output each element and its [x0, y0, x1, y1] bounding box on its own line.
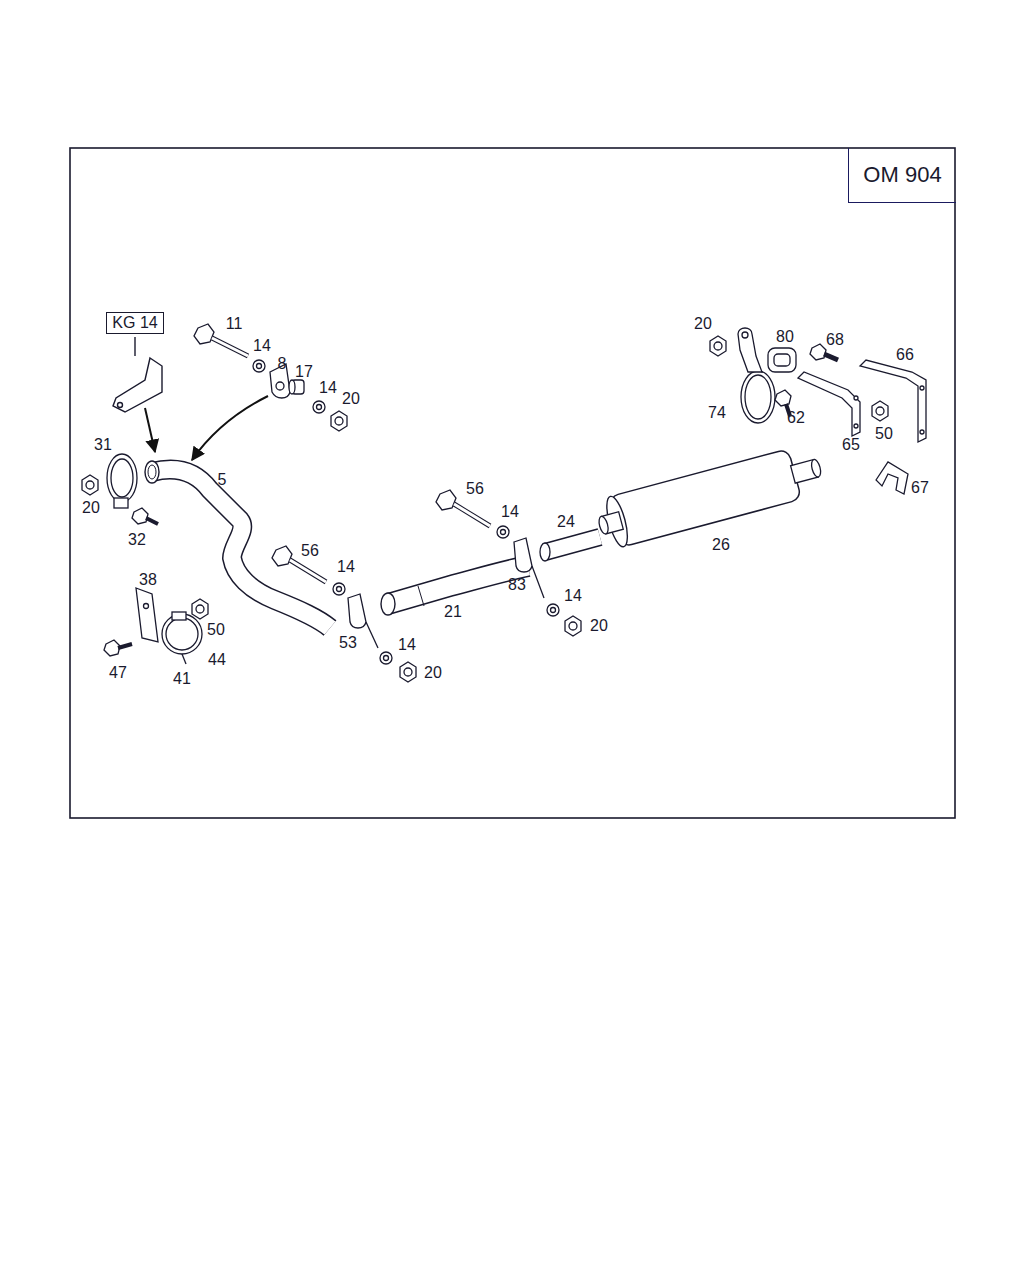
callout-number: 38 — [138, 571, 158, 589]
callout-number: 47 — [108, 664, 128, 682]
spacer — [289, 380, 304, 394]
callout-number: 62 — [786, 409, 806, 427]
callout-number: 14 — [563, 587, 583, 605]
frame — [70, 148, 955, 818]
callout-number: 21 — [443, 603, 463, 621]
callout-number: 83 — [507, 576, 527, 594]
callout-number: 20 — [589, 617, 609, 635]
bracket — [860, 360, 926, 442]
callout-number: 14 — [397, 636, 417, 654]
callout-number: 20 — [693, 315, 713, 333]
callout-number: 32 — [127, 531, 147, 549]
box-text: KG 14 — [112, 315, 157, 331]
nut — [82, 336, 888, 682]
bracket — [113, 358, 162, 412]
callout-number: 41 — [172, 670, 192, 688]
callout-number: 80 — [775, 328, 795, 346]
callout-number: 67 — [910, 479, 930, 497]
callout-number: 65 — [841, 436, 861, 454]
band-clamp — [107, 454, 158, 524]
strap-clamp — [738, 328, 775, 423]
clamp — [514, 538, 532, 572]
pipe-clamp — [162, 612, 202, 664]
rubber-mount — [768, 348, 796, 372]
leader-line — [134, 337, 135, 356]
callout-number: 14 — [336, 558, 356, 576]
callout-number: 68 — [825, 331, 845, 349]
callout-number: 56 — [300, 542, 320, 560]
connecting-pipe — [540, 537, 600, 561]
callout-number: 53 — [338, 634, 358, 652]
callout-number: 24 — [556, 513, 576, 531]
callout-number: 20 — [81, 499, 101, 517]
callout-number: 26 — [711, 536, 731, 554]
model-box: OM 904 — [848, 148, 956, 203]
callout-number: 8 — [277, 355, 288, 373]
reference-box: KG 14 — [106, 312, 164, 334]
callout-number: 20 — [341, 390, 361, 408]
callout-number: 56 — [465, 480, 485, 498]
clamp — [348, 594, 366, 628]
washer — [253, 360, 559, 664]
callout-number: 17 — [294, 363, 314, 381]
callout-number: 66 — [895, 346, 915, 364]
callout-number: 5 — [217, 471, 228, 489]
box-text: OM 904 — [863, 164, 941, 186]
callout-number: 14 — [318, 379, 338, 397]
callout-number: 31 — [93, 436, 113, 454]
muffler — [593, 442, 827, 551]
callout-number: 74 — [707, 404, 727, 422]
bracket — [798, 372, 860, 436]
clip — [876, 462, 908, 494]
callout-number: 11 — [225, 315, 244, 333]
plate — [136, 588, 158, 642]
callout-number: 44 — [207, 651, 227, 669]
callout-number: 50 — [206, 621, 226, 639]
callout-number: 50 — [874, 425, 894, 443]
callout-number: 14 — [500, 503, 520, 521]
callout-number: 20 — [423, 664, 443, 682]
bolt — [104, 640, 132, 656]
callout-number: 14 — [252, 337, 272, 355]
front-pipe — [145, 461, 330, 628]
